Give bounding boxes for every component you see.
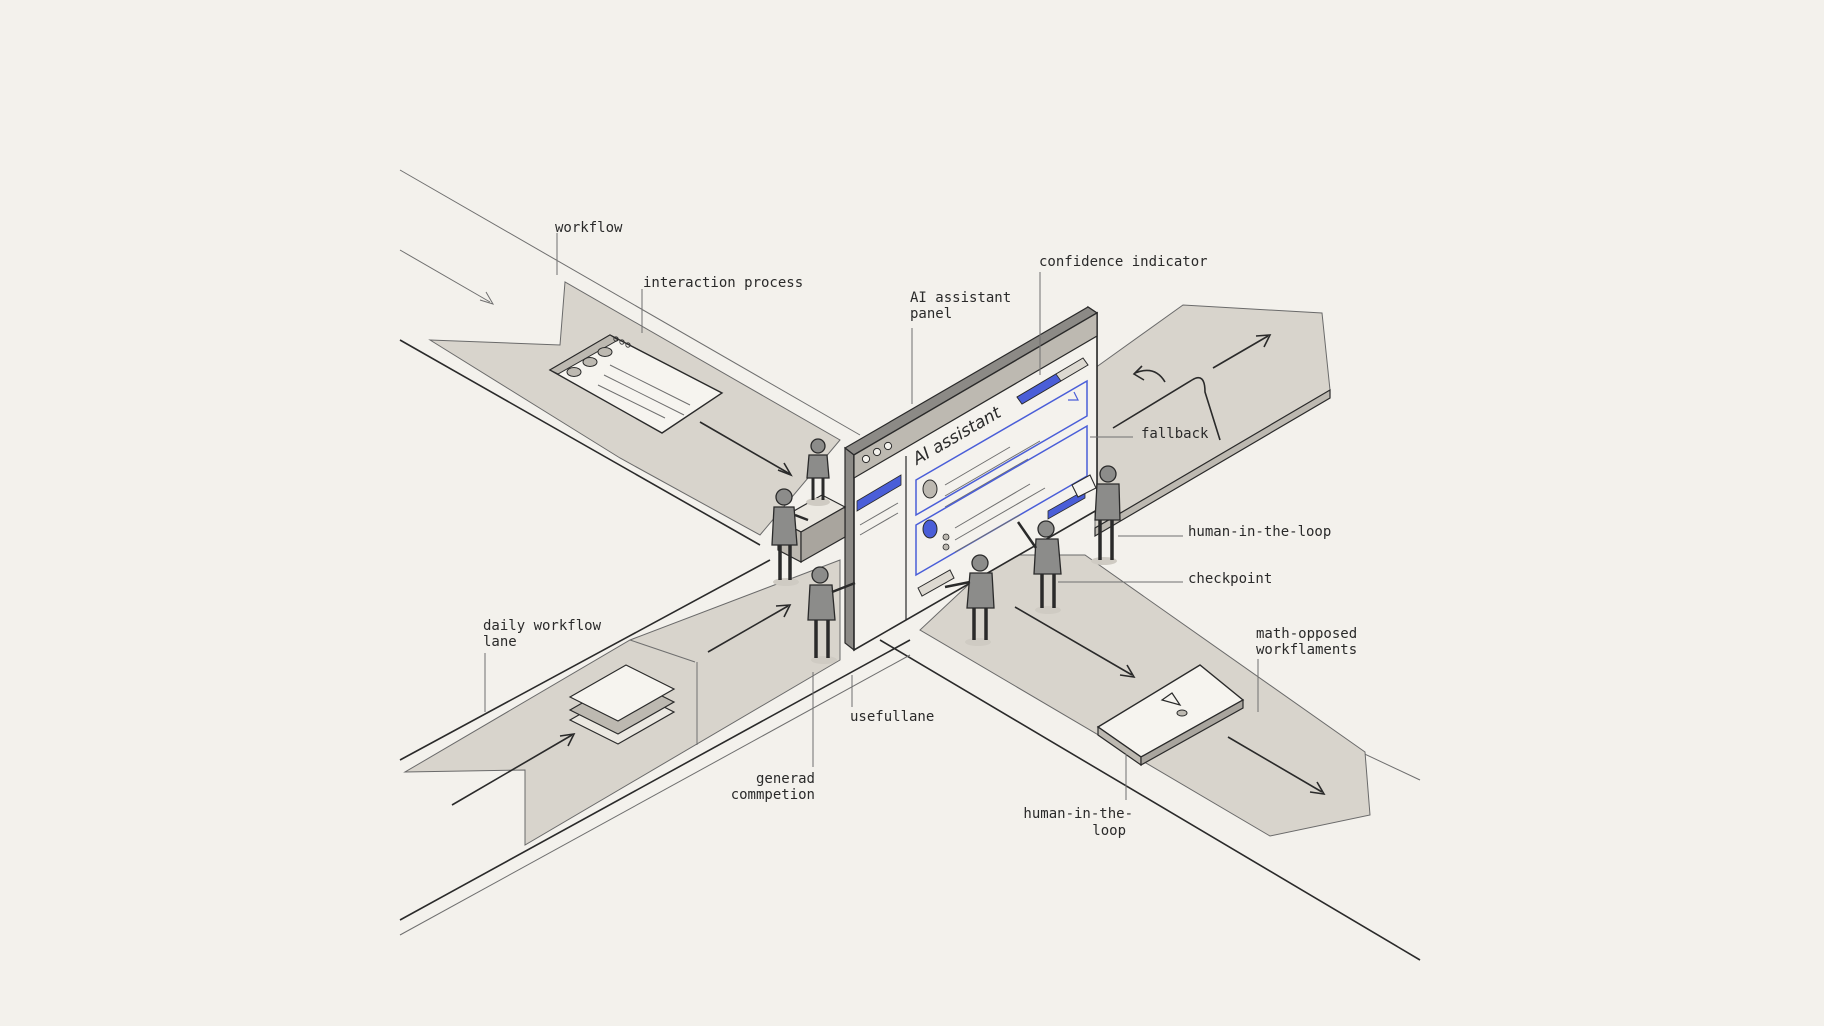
label-checkpoint: checkpoint [1188, 571, 1272, 587]
warning-card [1096, 664, 1245, 767]
person [806, 438, 830, 506]
arrow-icon [1212, 334, 1272, 369]
person [944, 554, 995, 646]
label-ai-assistant-panel-line2: panel [910, 306, 952, 322]
label-math-opposed-line2: workflaments [1256, 642, 1357, 658]
message-card[interactable] [915, 424, 1088, 577]
arrow-icon [451, 732, 576, 806]
label-workflow: workflow [555, 220, 623, 236]
arrow-icon [699, 421, 793, 477]
stacked-layers-icon [568, 664, 676, 745]
label-math-opposed-line1: math-opposed [1256, 626, 1357, 642]
leader-lines [484, 233, 1259, 800]
labels: workflow interaction process AI assistan… [483, 220, 1357, 839]
label-human-in-the-loop: human-in-the-loop [1188, 524, 1331, 540]
label-interaction-process: interaction process [643, 275, 803, 291]
arrow-icon [1227, 736, 1326, 796]
person [1071, 465, 1121, 565]
lower-left-lane [403, 559, 841, 846]
person [771, 488, 809, 586]
label-daily-workflow-line1: daily workflow [483, 618, 602, 634]
confidence-indicator-bar [1016, 357, 1089, 405]
arrow-icon [707, 604, 792, 653]
arrow-icon [399, 249, 495, 305]
warning-triangle-icon [1160, 692, 1188, 717]
label-ai-assistant-panel-line1: AI assistant [910, 290, 1011, 306]
curved-arrow-icon [1112, 365, 1221, 441]
person [807, 566, 856, 664]
label-generad-line2: commpetion [731, 787, 815, 803]
browser-window-icon [548, 334, 724, 434]
upper-right-lane [1094, 304, 1331, 538]
label-confidence-indicator: confidence indicator [1039, 254, 1208, 270]
person [1016, 520, 1062, 614]
label-human-in-the-loop-bottom-line1: human-in-the- [1023, 806, 1133, 822]
label-usefullane: usefullane [850, 709, 934, 725]
label-human-in-the-loop-bottom-line2: loop [1092, 823, 1126, 839]
message-card[interactable] [915, 379, 1088, 517]
label-fallback: fallback [1141, 426, 1209, 442]
lower-right-lane [919, 554, 1371, 837]
arrow-icon [1014, 606, 1136, 679]
sidebar-items [856, 474, 902, 536]
upper-left-lane [399, 249, 841, 536]
ai-assistant-panel[interactable]: AI assistant [843, 305, 1099, 652]
label-generad-line1: generad [756, 771, 815, 787]
label-daily-workflow-line2: lane [483, 634, 517, 650]
